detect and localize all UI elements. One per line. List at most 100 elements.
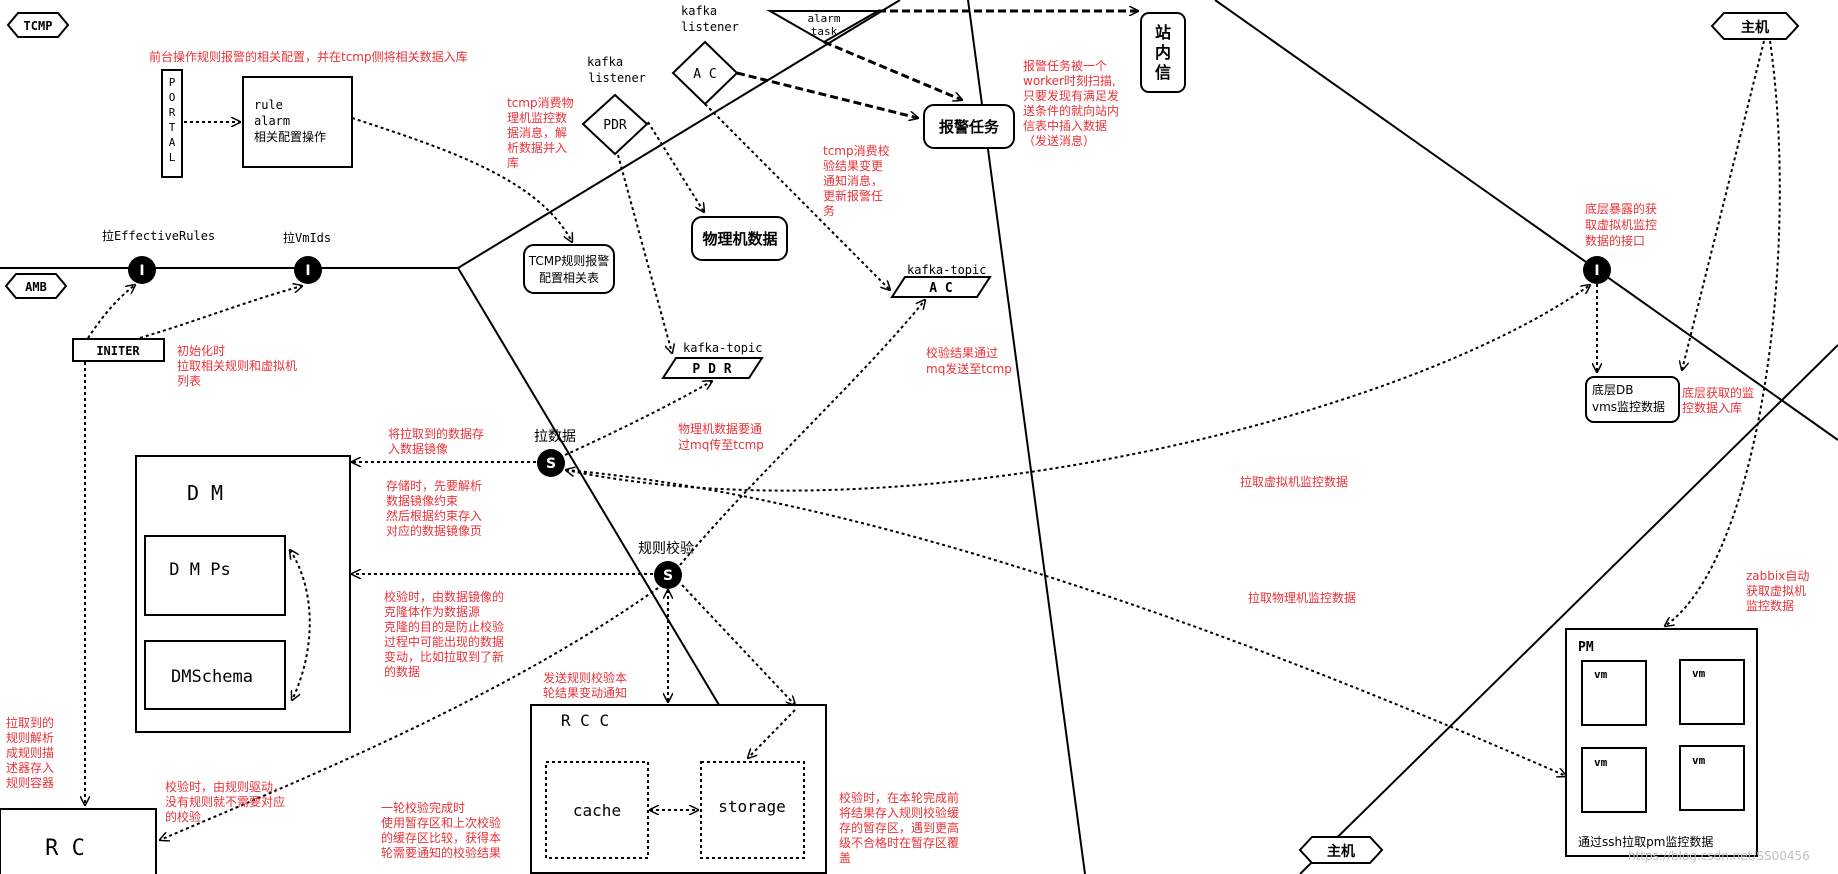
s-to-host-api [566,285,1590,492]
note-line: 列表 [177,374,201,388]
rule-alarm-box: rule alarm 相关配置操作 [242,76,353,168]
note-line: 克隆体作为数据源 [384,604,480,619]
note-line: 校验结果通过 [926,345,998,360]
rule-to-table [351,117,572,242]
note-line: 规则解析 [6,730,54,745]
pdr-diamond: PDR [581,93,649,156]
note-line: 使用暂存区和上次校验 [381,815,501,830]
s-node-pull: S [537,449,565,477]
rc-box: R C [0,808,157,874]
note-line: 信表中插入数据 [1023,118,1107,133]
note-line: 取虚拟机监控 [1585,218,1657,232]
vm-box-2 [1679,659,1745,725]
host-boundary-top [1214,0,1838,441]
note-line: 将拉取到的数据存 [388,426,484,441]
la-shuju-label: 拉数据 [534,429,576,445]
i-node-label-2: I [305,263,310,279]
pdr-label: PDR [603,118,627,133]
note-line: 没有规则就不需要对应 [165,794,285,809]
note-line: 通知消息， [823,173,883,188]
note-line: 对应的数据镜像页 [386,523,482,538]
note-line: zabbix自动 [1746,569,1809,583]
kafka-listener-ac-label-2: listener [681,20,739,34]
note-line: 物理机数据要通 [678,421,762,436]
station-message-label-3: 信 [1155,63,1171,82]
alarm-task-label-2: task [811,25,838,38]
vm-box-4 [1679,745,1745,811]
pull-vm-note: 拉取虚拟机监控数据 [1240,474,1348,489]
amb-hexagon: AMB [4,273,68,299]
note-line: 监控数据 [1746,598,1794,613]
host-top-label: 主机 [1741,19,1769,36]
kafka-topic-pdr-label: P D R [692,362,731,377]
i-node-vmids: I [294,256,322,284]
vm-label-1: vm [1594,668,1608,681]
ac-diamond: A C [671,40,739,106]
note-line: 理机监控数 [507,110,567,125]
ac-label: A C [693,67,716,82]
dmschema-box [144,640,286,710]
host-to-db [1682,40,1765,370]
note-line: tcmp消费校 [823,143,890,158]
note-line: （发送消息） [1023,133,1095,148]
initer-note: 初始化时拉取相关规则和虚拟机列表 [177,344,297,388]
temp-store-note: 校验时，在本轮完成前将结果存入规则校验缓存的暂存区，遇到更高级不合格时在暂存区覆… [839,790,959,865]
note-line: 变动，比如拉取到了新 [384,649,504,664]
note-line: 轮需要通知的校验结果 [381,845,501,860]
storage-parse-note: 存储时，先要解析数据镜像约束然后根据约束存入对应的数据镜像页 [386,478,482,538]
zabbix-note: zabbix自动获取虚拟机监控数据 [1746,569,1809,613]
note-line: 报警任务被一个 [1023,58,1107,73]
alarm-triangle-to-task [823,40,962,100]
s-node-label-2: S [663,568,673,584]
verify-to-storage [681,584,795,705]
store-mirror-note: 将拉取到的数据存入数据镜像 [388,426,484,456]
note-line: 底层暴露的获 [1585,201,1657,216]
tcmp-rule-table-label-2: 配置相关表 [539,271,599,285]
ssh-note: 通过ssh拉取pm监控数据 [1578,834,1713,849]
i-node-label-3: I [1594,263,1599,279]
note-line: 数据镜像约束 [386,493,458,508]
kafka-topic-pdr: P D R [661,357,764,379]
rc-label: R C [45,836,85,861]
note-line: 的数据 [384,664,420,679]
station-message-label-1: 站 [1155,23,1171,42]
tcmp-hexagon: TCMP [6,12,70,38]
dmps-label: D M Ps [169,560,230,580]
rcc-box: R C C cache storage [530,704,827,874]
vm-label-2: vm [1692,667,1706,680]
pm-data-box: 物理机数据 [691,216,788,261]
rule-driven-note: 校验时，由规则驱动，没有规则就不需要对应的校验 [165,779,285,824]
note-line: 只要发现有满足发 [1023,88,1119,103]
vm-label-3: vm [1594,756,1608,769]
note-line: 送条件的就向站内 [1023,103,1119,118]
note-line: 一轮校验完成时 [381,800,465,815]
note-line: 验结果变更 [823,158,883,173]
red-notes: 前台操作规则报警的相关配置，并在tcmp侧将相关数据入库 tcmp消费物理机监控… [6,49,1810,865]
s-to-pm [565,469,1566,776]
pm-label: PM [1578,640,1594,655]
note-line: mq发送至tcmp [926,361,1012,376]
kafka-topic-ac: A C [890,276,992,298]
dmps-box [144,535,286,616]
note-line: 的校验 [165,809,201,824]
note-line: 盖 [839,851,851,865]
initer-to-i1 [87,285,135,339]
host-boundary-bottom [1299,344,1838,874]
la-vmids-label: 拉VmIds [283,230,331,245]
i-node-effective-rules: I [128,256,156,284]
alarm-task-box-label: 报警任务 [939,118,1000,136]
kafka-listener-pdr-label-1: kafka [587,55,623,69]
note-line: 述器存入 [6,761,54,775]
initer-to-i2 [139,286,302,339]
rc-note: 拉取到的规则解析成规则描述器存入规则容器 [6,715,54,790]
note-line: 校验时，在本轮完成前 [839,790,959,805]
bottom-api-note: 底层暴露的获取虚拟机监控数据的接口 [1585,201,1657,248]
rcc-to-storage [748,709,796,758]
note-line: tcmp消费物 [507,96,574,110]
vm-box-3 [1581,747,1647,813]
note-line: 控数据入库 [1682,400,1742,415]
note-line: 拉取相关规则和虚拟机 [177,358,297,373]
rcc-label: R C C [561,711,609,730]
